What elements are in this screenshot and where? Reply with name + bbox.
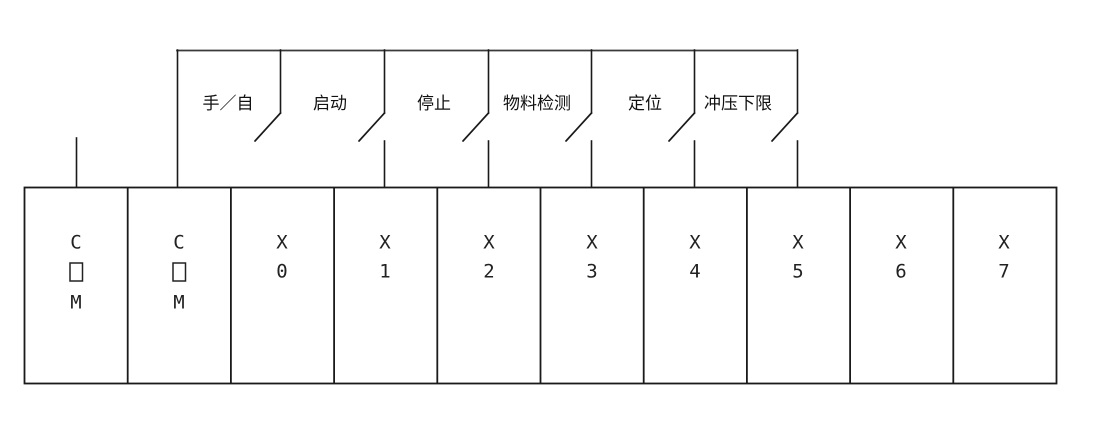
- terminal-cell-x2[interactable]: X 2: [483, 232, 495, 283]
- terminal-cell-x6[interactable]: X 6: [895, 232, 907, 283]
- terminal-x7-line-0: X: [998, 232, 1010, 254]
- switch-sw-x2-contact-arm[interactable]: [462, 112, 490, 142]
- terminal-x7-line-1: 7: [998, 261, 1009, 283]
- switch-sw-x2[interactable]: [462, 49, 593, 188]
- switch-sw-x1[interactable]: [358, 49, 490, 188]
- terminal-cell-x7[interactable]: X 7: [998, 232, 1010, 283]
- terminal-x4-line-1: 4: [689, 261, 700, 283]
- terminal-cell-x4[interactable]: X 4: [689, 232, 701, 283]
- switch-label-sw-x2: 停止: [417, 94, 451, 114]
- switch-sw-x3[interactable]: [565, 49, 696, 188]
- terminal-com-1-line-2: M: [70, 292, 81, 314]
- switch-label-sw-x5: 冲压下限: [704, 94, 772, 114]
- terminal-x2-line-0: X: [483, 232, 495, 254]
- terminal-com-2-line-0: C: [173, 232, 184, 254]
- terminal-x3-line-0: X: [586, 232, 598, 254]
- switch-sw-x4-contact-arm[interactable]: [668, 112, 696, 142]
- terminal-cell-com-2[interactable]: C M: [172, 232, 187, 314]
- terminal-x3-line-1: 3: [586, 261, 597, 283]
- switch-label-sw-x3: 物料检测: [503, 94, 571, 114]
- terminal-cell-x3[interactable]: X 3: [586, 232, 598, 283]
- terminal-com-1-line-0: C: [70, 232, 81, 254]
- switch-sw-x3-contact-arm[interactable]: [565, 112, 593, 142]
- terminal-cell-x0[interactable]: X 0: [276, 232, 288, 283]
- switch-label-sw-x1: 启动: [313, 94, 347, 114]
- terminal-cell-x1[interactable]: X 1: [379, 232, 391, 283]
- terminal-x6-line-1: 6: [895, 261, 906, 283]
- terminal-x5-line-0: X: [792, 232, 804, 254]
- switch-label-sw-x4: 定位: [628, 94, 662, 114]
- terminal-x6-line-0: X: [895, 232, 907, 254]
- terminal-x2-line-1: 2: [483, 261, 494, 283]
- switch-labels-group: 手／自 启动 停止 物料检测 定位 冲压下限: [203, 94, 773, 114]
- terminal-x4-line-0: X: [689, 232, 701, 254]
- terminal-com-2-line-2: M: [173, 292, 184, 314]
- switch-sw-x1-contact-arm[interactable]: [358, 112, 386, 142]
- terminal-x1-line-0: X: [379, 232, 391, 254]
- terminal-com-1-tofu-glyph: [69, 262, 84, 282]
- switch-sw-x0[interactable]: [254, 49, 386, 188]
- terminal-x5-line-1: 5: [792, 261, 803, 283]
- terminal-x0-line-1: 0: [276, 261, 287, 283]
- switch-sw-x0-contact-arm[interactable]: [254, 112, 282, 142]
- switch-sw-x5-contact-arm[interactable]: [771, 112, 799, 142]
- switch-label-sw-x0: 手／自: [203, 94, 254, 114]
- terminal-x1-line-1: 1: [379, 261, 390, 283]
- terminal-block: [23, 186, 1058, 385]
- switch-sw-x4[interactable]: [668, 49, 799, 188]
- switch-sw-x5[interactable]: [771, 49, 799, 142]
- terminal-com-2-tofu-glyph: [172, 262, 187, 282]
- terminal-x0-line-0: X: [276, 232, 288, 254]
- terminal-cell-x5[interactable]: X 5: [792, 232, 804, 283]
- terminal-cell-com-1[interactable]: C M: [69, 232, 84, 314]
